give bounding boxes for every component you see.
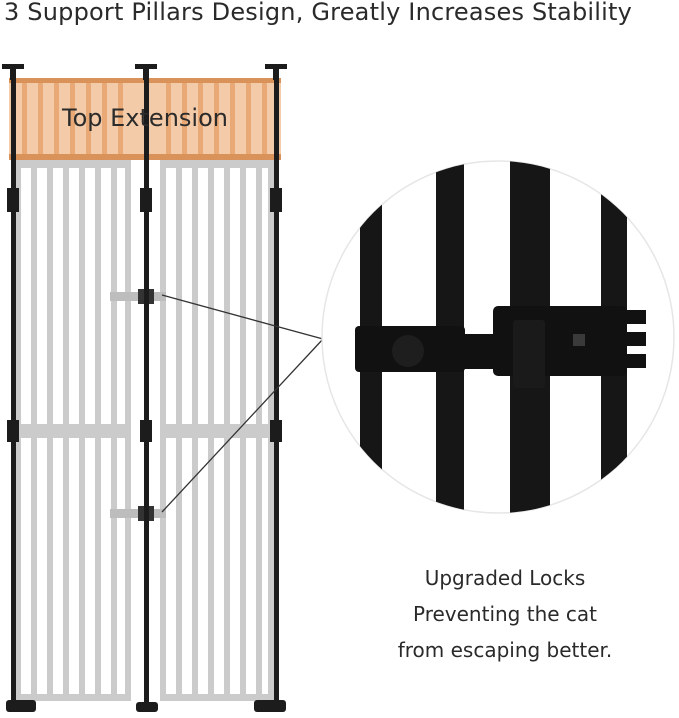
caption-line-3: from escaping better. <box>397 638 613 662</box>
right-gate-panel <box>160 160 274 701</box>
caption-line-1: Upgraded Locks <box>424 566 586 590</box>
caption-line-2: Preventing the cat <box>412 602 597 626</box>
lock-caption: Upgraded Locks Preventing the cat from e… <box>360 560 650 668</box>
magnifier-callout-lines <box>161 294 324 513</box>
left-gate-panel <box>15 160 131 701</box>
top-extension-label: Top Extension <box>62 104 228 132</box>
magnified-lock-view <box>321 160 675 514</box>
headline-title: 3 Support Pillars Design, Greatly Increa… <box>4 0 633 26</box>
gate-lock-brackets <box>110 289 166 521</box>
support-pillars <box>2 64 287 712</box>
